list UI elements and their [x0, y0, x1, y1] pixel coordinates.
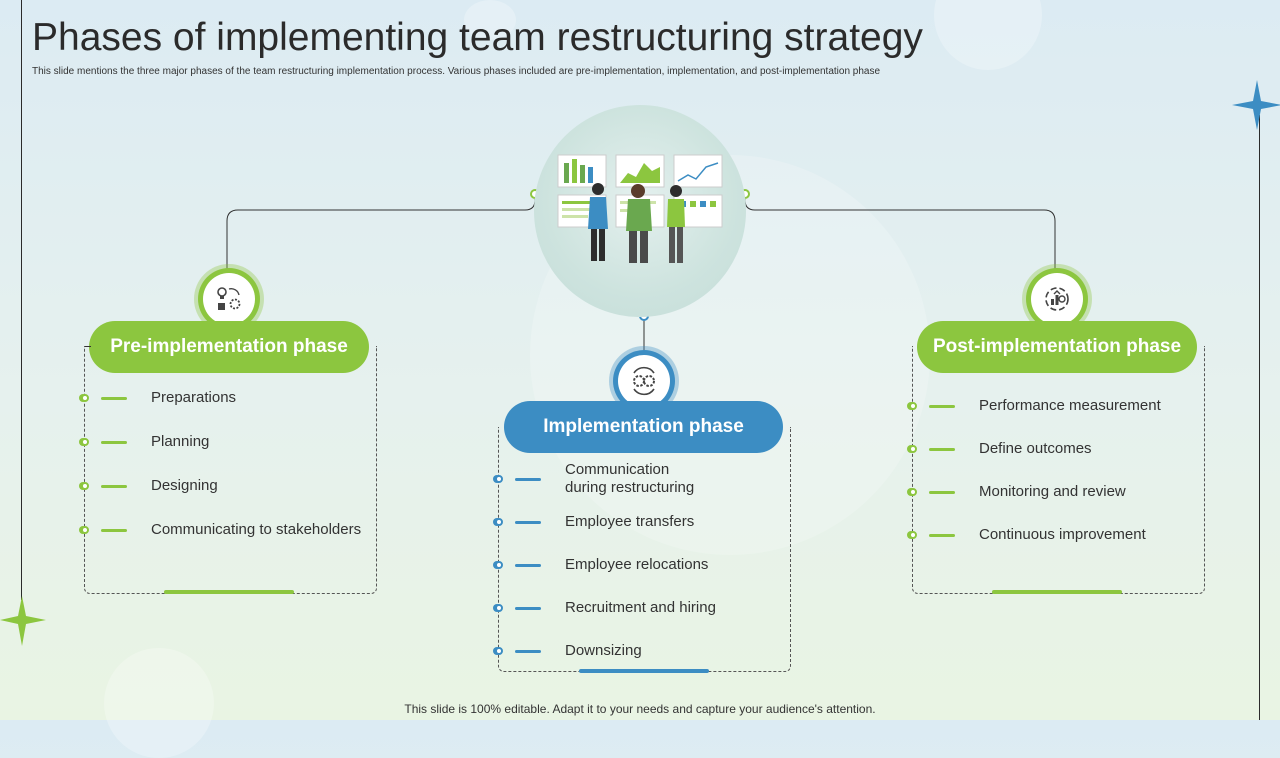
bg-circle	[464, 0, 516, 40]
implementation-bottom-bar	[579, 669, 709, 673]
list-item-label: Planning	[151, 433, 210, 450]
list-item: Downsizing	[495, 642, 642, 660]
list-item-label: Employee transfers	[565, 513, 695, 530]
list-item-label: Preparations	[151, 389, 237, 406]
growth-chart-cycle-icon	[1045, 287, 1069, 311]
page-subtitle: This slide mentions the three major phas…	[32, 66, 881, 77]
list-item: Preparations	[81, 389, 236, 407]
list-item-label: Downsizing	[565, 642, 642, 659]
list-item-label: Continuous improvement	[979, 526, 1146, 543]
green-sparkle-icon	[0, 596, 46, 646]
post-implementation-icon-badge	[1031, 273, 1083, 325]
list-item: Continuous improvement	[909, 526, 1146, 544]
list-item: Communicating to stakeholders	[81, 521, 361, 539]
implementation-phase-title: Implementation phase	[504, 401, 783, 453]
list-item-label: Define outcomes	[979, 440, 1092, 457]
list-item: Designing	[81, 477, 218, 495]
list-item: Employee relocations	[495, 556, 708, 574]
post-implementation-box	[912, 346, 1205, 594]
pre-implementation-phase-title: Pre-implementation phase	[89, 321, 369, 373]
list-item-label: Recruitment and hiring	[565, 599, 716, 616]
implementation-icon-badge	[618, 355, 670, 407]
list-item-label: Communication during restructuring	[565, 461, 695, 496]
list-item-label: Communicating to stakeholders	[151, 521, 362, 538]
gears-cycle-icon	[633, 366, 655, 396]
right-vertical-line	[1259, 115, 1260, 720]
list-item-label: Performance measurement	[979, 397, 1161, 414]
list-item: Recruitment and hiring	[495, 599, 716, 617]
list-item: Performance measurement	[909, 397, 1161, 415]
list-item: Employee transfers	[495, 513, 694, 531]
pre-implementation-icon-badge	[203, 273, 255, 325]
page-title: Phases of implementing team restructurin…	[32, 16, 923, 59]
post-implementation-bottom-bar	[992, 590, 1122, 594]
list-item: Planning	[81, 433, 209, 451]
list-item: Define outcomes	[909, 440, 1092, 458]
list-item: Communication during restructuring	[495, 461, 694, 497]
list-item: Monitoring and review	[909, 483, 1126, 501]
left-vertical-line	[21, 0, 22, 600]
list-item-label: Designing	[151, 477, 218, 494]
pre-implementation-box	[84, 346, 377, 594]
team-presentation-illustration	[557, 154, 723, 263]
pre-implementation-bottom-bar	[164, 590, 294, 594]
list-item-label: Employee relocations	[565, 556, 709, 573]
footer-note: This slide is 100% editable. Adapt it to…	[404, 702, 876, 716]
post-implementation-phase-title: Post-implementation phase	[917, 321, 1197, 373]
team-illustration-hub	[534, 105, 746, 317]
lightbulb-gears-icon	[217, 287, 241, 310]
blue-sparkle-icon	[1232, 80, 1280, 130]
list-item-label: Monitoring and review	[979, 483, 1126, 500]
